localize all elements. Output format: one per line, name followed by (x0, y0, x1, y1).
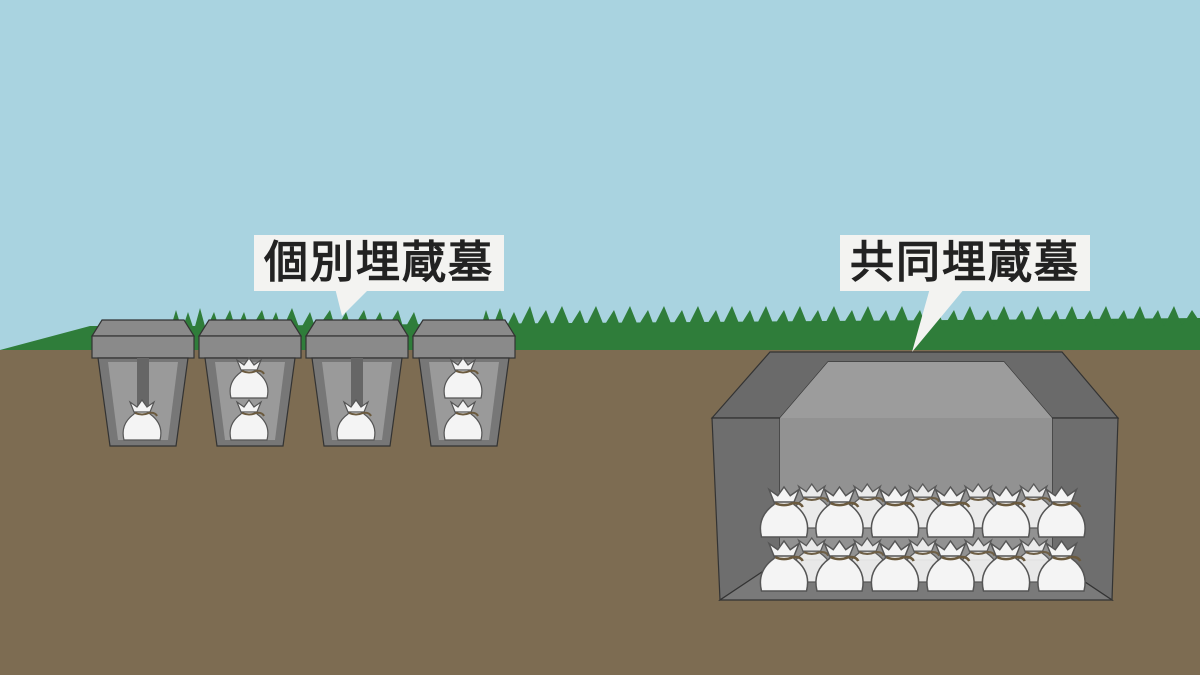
individual-tombs (90, 319, 517, 447)
shared-tomb (710, 351, 1120, 602)
individual-tomb (304, 319, 410, 447)
individual-tomb (90, 319, 196, 447)
sky (0, 0, 1200, 350)
individual-tomb (197, 319, 303, 447)
label-shared-burial: 共同埋蔵墓 (840, 235, 1090, 291)
callout-pointer-shared (912, 288, 965, 352)
callout-pointer-individual (335, 288, 370, 316)
label-individual-burial: 個別埋蔵墓 (254, 235, 504, 291)
individual-tomb (411, 319, 517, 447)
